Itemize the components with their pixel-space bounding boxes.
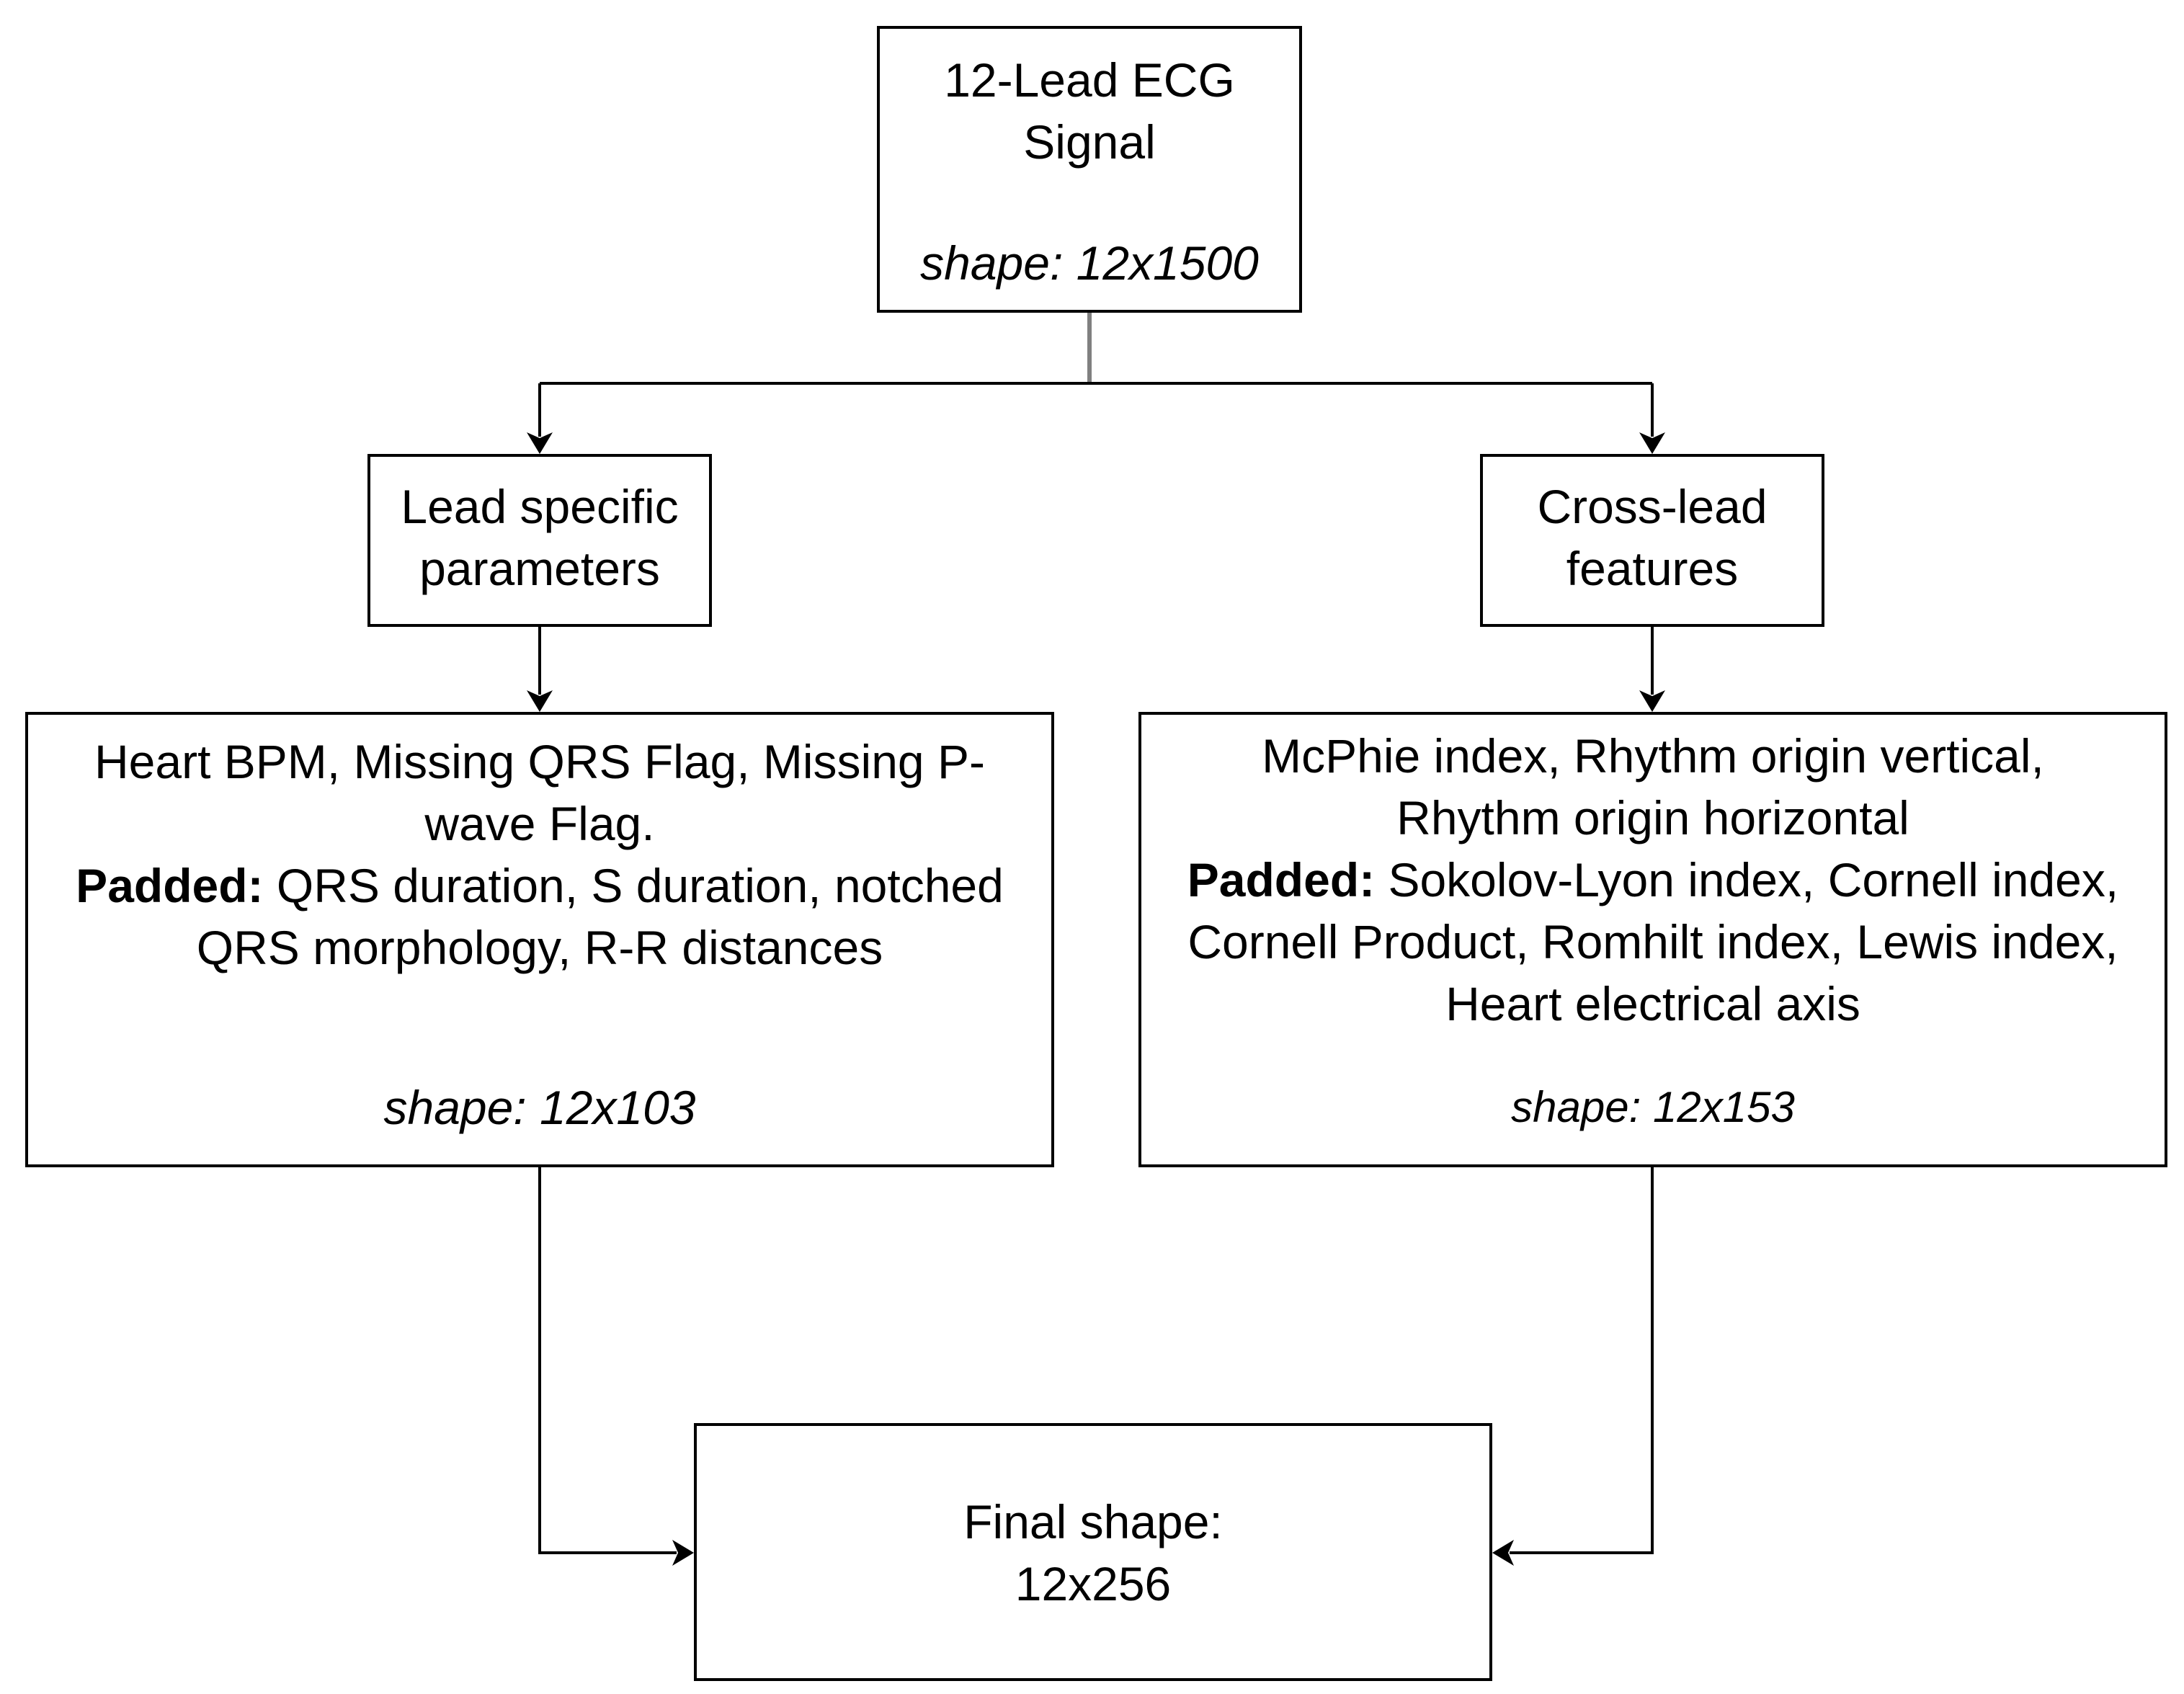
node-final-shape-line1: Final shape: — [963, 1495, 1223, 1548]
node-ecg-signal-title-line1: 12-Lead ECG — [944, 53, 1235, 107]
arrowhead-cross-features-to-final — [1492, 1540, 1514, 1566]
node-lead-feature-list-shape: shape: 12x103 — [383, 1081, 696, 1134]
arrowhead-to-cross-features — [1639, 690, 1665, 712]
arrow-cross-features-to-final — [1510, 1167, 1654, 1554]
node-cross-feature-list: McPhie index, Rhythm origin vertical, Rh… — [1138, 712, 2167, 1167]
cross-features-padded-label: Padded: — [1187, 853, 1376, 906]
node-cross-feature-list-content: McPhie index, Rhythm origin vertical, Rh… — [1149, 725, 2157, 1035]
arrowhead-to-lead-features — [527, 690, 553, 712]
arrowhead-to-cross-lead — [1639, 432, 1665, 454]
cross-features-line1: McPhie index, Rhythm origin vertical, — [1262, 729, 2044, 783]
node-final-shape-line2: 12x256 — [1015, 1557, 1172, 1610]
node-lead-specific-parameters: Lead specific parameters — [367, 454, 712, 627]
lead-features-line1: Heart BPM, Missing QRS Flag, Missing P- — [94, 735, 985, 788]
arrow-lead-features-to-final — [538, 1167, 677, 1554]
node-cross-lead-line2: features — [1566, 542, 1739, 595]
lead-features-padded-label: Padded: — [76, 859, 264, 912]
arrowhead-to-lead-specific — [527, 432, 553, 454]
cross-features-line5: Heart electrical axis — [1445, 977, 1860, 1030]
cross-features-line3-rest: Sokolov-Lyon index, Cornell index, — [1375, 853, 2119, 906]
lead-features-line3: Padded: QRS duration, S duration, notche… — [35, 855, 1044, 917]
lead-features-line2: wave Flag. — [424, 797, 655, 850]
node-ecg-signal: 12-Lead ECG Signal shape: 12x1500 — [877, 26, 1302, 313]
arrowhead-lead-features-to-final — [672, 1540, 694, 1566]
cross-features-line4: Cornell Product, Romhilt index, Lewis in… — [1187, 915, 2118, 968]
node-lead-feature-list-content: Heart BPM, Missing QRS Flag, Missing P- … — [35, 731, 1044, 978]
node-lead-feature-list: Heart BPM, Missing QRS Flag, Missing P- … — [25, 712, 1054, 1167]
node-cross-lead-line1: Cross-lead — [1537, 480, 1768, 533]
node-lead-specific-line2: parameters — [419, 542, 660, 595]
node-cross-feature-list-shape: shape: 12x153 — [1511, 1083, 1795, 1131]
lead-features-line3-rest: QRS duration, S duration, notched — [263, 859, 1004, 912]
lead-features-line4: QRS morphology, R-R distances — [196, 921, 883, 974]
node-cross-lead-features: Cross-lead features — [1480, 454, 1824, 627]
node-ecg-signal-shape: shape: 12x1500 — [920, 236, 1259, 290]
node-ecg-signal-title-line2: Signal — [1023, 115, 1156, 169]
node-lead-specific-line1: Lead specific — [401, 480, 679, 533]
cross-features-line3: Padded: Sokolov-Lyon index, Cornell inde… — [1149, 849, 2157, 911]
node-final-shape-content: Final shape: 12x256 — [697, 1491, 1489, 1615]
node-ecg-signal-title: 12-Lead ECG Signal — [880, 49, 1299, 173]
node-final-shape: Final shape: 12x256 — [694, 1423, 1492, 1681]
cross-features-line2: Rhythm origin horizontal — [1396, 791, 1909, 844]
